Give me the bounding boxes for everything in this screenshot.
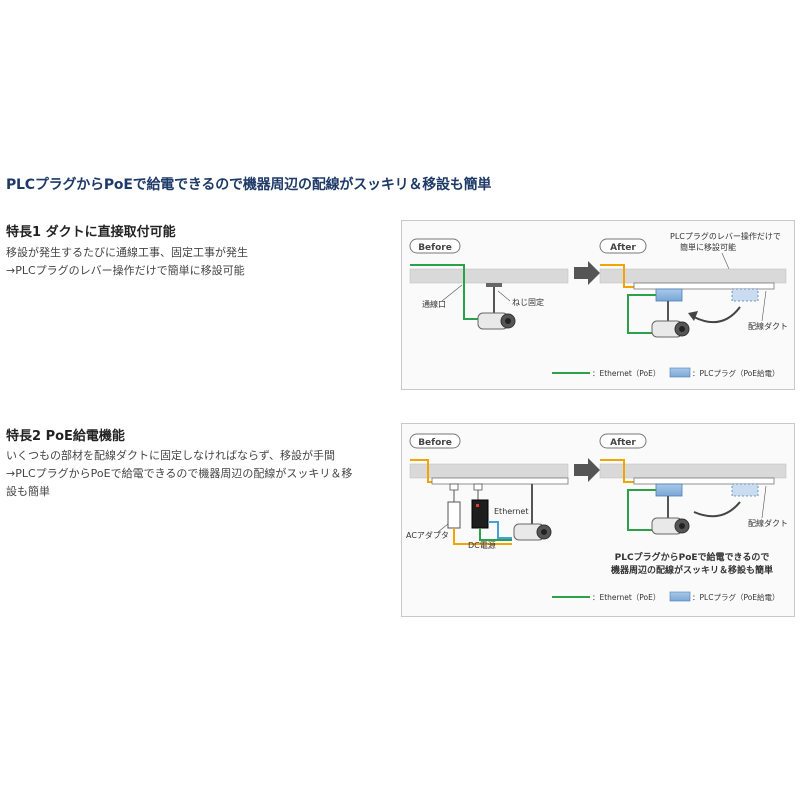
dc-cable [453,528,512,545]
plc-plug [655,483,683,497]
ac-adapter [447,501,461,529]
ethernet-cable-before [488,521,512,539]
screw-fix-label: ねじ固定 [512,297,544,307]
wiring-duct [633,477,775,485]
security-camera-icon [477,312,516,330]
after-caption-line-2: 機器周辺の配線がスッキリ＆移設も簡単 [611,564,773,576]
feature1-line-1: 移設が発生するたびに通線工事、固定工事が発生 [6,246,248,259]
plc-plug-moved-ghost [731,288,759,302]
curved-arrow-icon [688,306,741,324]
wiring-hole-leader [441,284,463,302]
after-caption-line-1: PLCプラグからPoEで給電できるので [615,551,770,563]
ethernet-cable-after [627,489,656,531]
dc-power-box [471,499,489,529]
before-badge-label: Before [418,243,452,253]
duct-label: 配線ダクト [748,321,788,331]
feature2-line-2: →PLCプラグからPoEで給電できるので機器周辺の配線がスッキリ＆移 [6,467,353,480]
ac-adapter-leader [437,523,449,533]
feature2-diagram: Before ACアダプタ Ethernet DC電源 [401,423,795,617]
legend: ：Ethernet（PoE） ：PLCプラグ（PoE給電） [552,591,780,602]
curved-arrow-icon [693,501,741,518]
feature2-line-3: 設も簡単 [6,485,50,498]
legend-ethernet-label: ：Ethernet（PoE） [592,369,660,378]
security-camera-icon [513,523,552,541]
page-title: PLCプラグからPoEで給電できるので機器周辺の配線がスッキリ＆移設も簡単 [6,177,492,193]
mount-plate [486,283,502,287]
wiring-duct [633,282,775,290]
security-camera-icon [651,517,690,535]
ceiling-slab-after [599,463,787,479]
feature1-line-2: →PLCプラグのレバー操作だけで簡単に移設可能 [6,264,245,277]
outlet-2 [473,483,483,491]
poe-cable [600,459,642,483]
feature2-diagram-svg: Before ACアダプタ Ethernet DC電源 [406,433,788,602]
ceiling-slab [409,268,569,284]
plc-plug [655,288,683,302]
feature2-description: いくつもの部材を配線ダクトに固定しなければならず、移設が手間 →PLCプラグから… [6,447,386,501]
wiring-hole-label: 通線口 [422,299,446,309]
legend-plc-swatch [669,367,691,378]
legend-plc-swatch [669,591,691,602]
screw-fix-leader [497,290,511,302]
poe-cable [600,264,642,288]
feature2-line-1: いくつもの部材を配線ダクトに固定しなければならず、移設が手間 [6,449,336,462]
after-panel: After 配線ダクト PLCプラグからPoEで給電できるので 機器周辺の配線が… [599,433,788,576]
after-badge-label: After [610,438,636,448]
feature1-diagram-svg: Before 通線口 ねじ固定 After PLCプラグのレバー操作だけで 簡単… [409,231,788,378]
duct-label: 配線ダクト [748,518,788,528]
after-badge [599,238,647,254]
dc-power-label: DC電源 [468,541,496,550]
outlet-1 [449,483,459,491]
callout-line-2: 簡単に移設可能 [680,242,736,252]
before-panel: Before 通線口 ねじ固定 [409,238,569,330]
ethernet-cable-before-2 [479,528,512,541]
dc-power-box-light [476,504,479,507]
legend-plc-label: ：PLCプラグ（PoE給電） [692,592,780,602]
before-badge-label: Before [418,438,452,448]
ac-adapter-label: ACアダプタ [406,530,449,540]
before-badge [409,433,461,449]
wiring-duct [431,477,569,485]
legend-ethernet-label: ：Ethernet（PoE） [592,593,660,602]
before-badge [409,238,461,254]
security-camera-icon [651,320,690,338]
callout-line-1: PLCプラグのレバー操作だけで [670,231,781,241]
duct-leader [761,485,767,519]
ceiling-slab [409,463,569,479]
legend-plc-label: ：PLCプラグ（PoE給電） [692,368,780,378]
feature1-diagram: Before 通線口 ねじ固定 After PLCプラグのレバー操作だけで 簡単… [401,220,795,390]
feature1-description: 移設が発生するたびに通線工事、固定工事が発生 →PLCプラグのレバー操作だけで簡… [6,244,386,280]
after-panel: After PLCプラグのレバー操作だけで 簡単に移設可能 配線ダクト [599,231,788,338]
arrow-right-icon [574,261,600,285]
ethernet-cable [410,264,484,320]
before-panel: Before ACアダプタ Ethernet DC電源 [406,433,569,550]
legend: ：Ethernet（PoE） ：PLCプラグ（PoE給電） [552,367,780,378]
ethernet-label: Ethernet [494,507,528,516]
after-badge [599,433,647,449]
ceiling-slab-after [599,268,787,284]
feature2-heading: 特長2 PoE給電機能 [6,429,125,444]
arrow-right-icon [574,458,600,482]
ethernet-cable-after [627,294,656,334]
duct-leader [761,290,767,322]
feature1-heading: 特長1 ダクトに直接取付可能 [6,225,176,240]
plc-plug-moved-ghost [731,483,759,497]
after-badge-label: After [610,243,636,253]
